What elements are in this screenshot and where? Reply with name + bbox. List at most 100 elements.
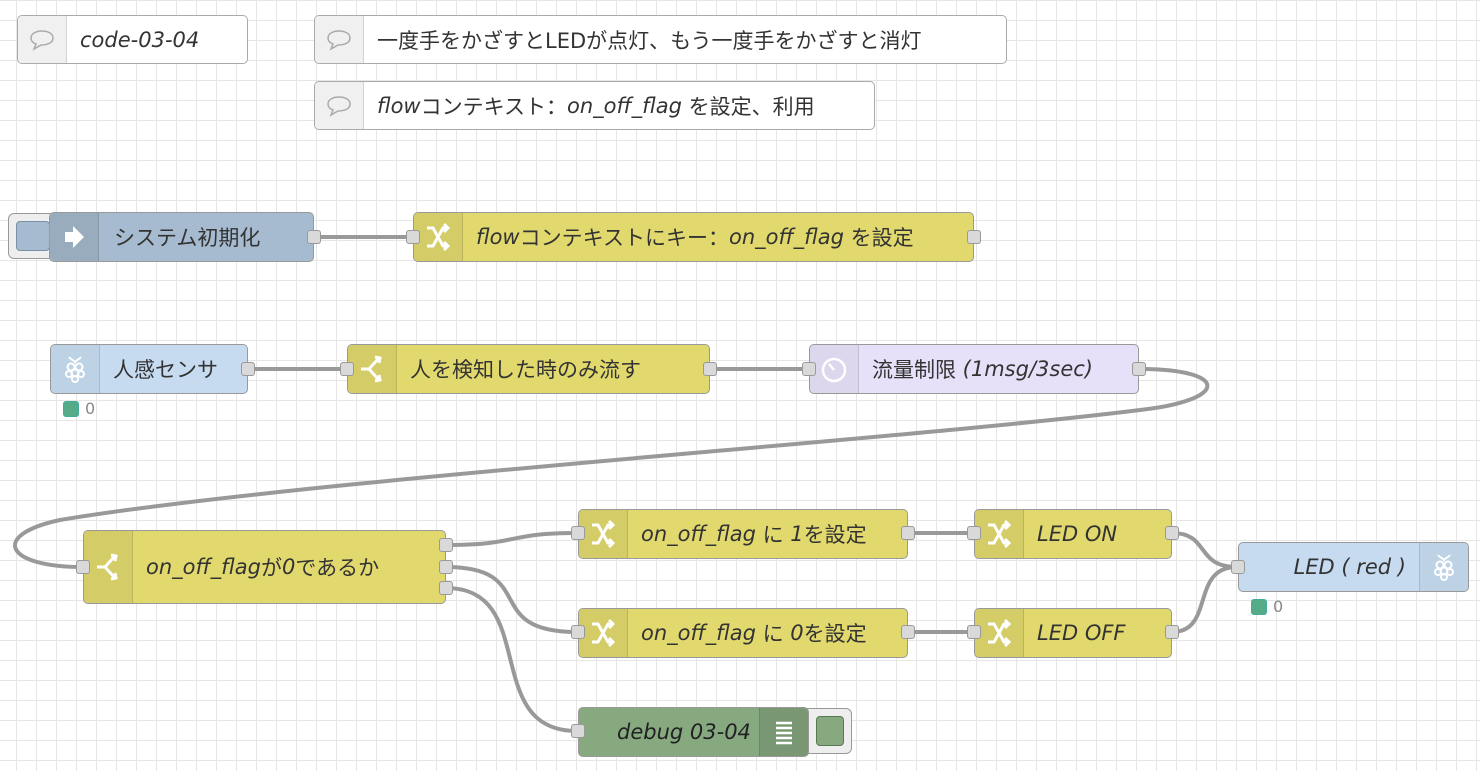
list-icon xyxy=(776,721,792,745)
delay-icon-area xyxy=(810,345,859,393)
comment-label: code-03-04 xyxy=(80,27,200,52)
set-flag-0-output-port[interactable] xyxy=(901,625,915,639)
inject-node[interactable]: システム初期化 xyxy=(49,212,314,262)
comment-node-code[interactable]: code-03-04 xyxy=(17,15,248,64)
label-num: 0 xyxy=(790,621,804,645)
change-icon-area xyxy=(579,609,628,657)
shuffle-icon xyxy=(592,618,616,648)
sensor-node[interactable]: 人感センサ xyxy=(50,344,248,394)
led-red-node[interactable]: LED ( red ) xyxy=(1238,542,1469,592)
debug-input-port[interactable] xyxy=(571,724,585,738)
sensor-output-port[interactable] xyxy=(241,362,255,376)
switch-flag-output-port-1[interactable] xyxy=(439,538,453,552)
label-mid: に xyxy=(755,622,791,646)
switch-icon xyxy=(361,355,382,383)
switch-icon-area xyxy=(348,345,397,393)
label-tail: を設定 xyxy=(803,622,867,646)
comment-icon-area xyxy=(315,16,364,63)
set-flag-0-input-port[interactable] xyxy=(571,625,585,639)
comment-label: 一度手をかざすとLEDが点灯、もう一度手をかざすと消灯 xyxy=(377,28,922,53)
delay-input-port[interactable] xyxy=(802,362,816,376)
inject-label: システム初期化 xyxy=(114,226,261,250)
sensor-label: 人感センサ xyxy=(113,358,218,382)
wire-switch-flag-to-set1 xyxy=(445,531,578,547)
status-dot xyxy=(1251,598,1267,615)
speech-bubble-icon xyxy=(327,95,351,117)
status-text: 0 xyxy=(1273,597,1284,616)
comment-node-description[interactable]: 一度手をかざすとLEDが点灯、もう一度手をかざすと消灯 xyxy=(314,15,1007,64)
inject-icon-area xyxy=(50,213,99,261)
label-flow: flow xyxy=(476,225,520,249)
change-flow-output-port[interactable] xyxy=(967,230,981,244)
switch-flag-output-port-3[interactable] xyxy=(439,581,453,595)
switch-detect-output-port[interactable] xyxy=(703,362,717,376)
led-off-output-port[interactable] xyxy=(1165,625,1179,639)
led-red-input-port[interactable] xyxy=(1231,560,1245,574)
delay-output-port[interactable] xyxy=(1132,362,1146,376)
raspberry-pi-icon xyxy=(1434,554,1454,581)
wire-led-off-to-led-red xyxy=(1171,565,1238,634)
label-context: コンテキスト： xyxy=(420,94,567,119)
switch-icon xyxy=(97,553,118,581)
label-key: on_off_flag xyxy=(566,93,682,118)
change-icon-area xyxy=(975,510,1024,558)
label-mid: が xyxy=(260,556,282,580)
inject-button-face xyxy=(16,221,50,251)
set-flag-1-output-port[interactable] xyxy=(901,526,915,540)
switch-flag-input-port[interactable] xyxy=(76,560,90,574)
wire-switch-flag-to-set0 xyxy=(445,565,578,634)
comment-icon-area xyxy=(18,16,67,63)
arrow-right-icon xyxy=(65,226,84,248)
label-key: on_off_flag xyxy=(641,621,756,645)
label-tail: を設定、利用 xyxy=(681,94,815,119)
led-on-input-port[interactable] xyxy=(967,526,981,540)
label-tail: を設定 xyxy=(843,226,914,250)
switch-flag-output-port-2[interactable] xyxy=(439,560,453,574)
led-on-output-port[interactable] xyxy=(1165,526,1179,540)
change-icon-area xyxy=(975,609,1024,657)
led-off-input-port[interactable] xyxy=(967,625,981,639)
debug-label: debug 03-04 xyxy=(617,720,751,744)
label-num: 1 xyxy=(790,522,804,546)
sensor-status: 0 xyxy=(63,399,95,418)
timer-icon xyxy=(821,357,847,383)
switch-detect-label: 人を検知した時のみ流す xyxy=(410,358,641,382)
switch-detect-node[interactable]: 人を検知した時のみ流す xyxy=(347,344,710,394)
label-flow: flow xyxy=(377,93,421,118)
delay-label-rate: (1msg/3sec) xyxy=(956,357,1093,381)
label-num: 0 xyxy=(281,555,296,579)
shuffle-icon xyxy=(988,618,1012,648)
speech-bubble-icon xyxy=(327,29,351,51)
label-tail: を設定 xyxy=(803,523,867,547)
debug-node[interactable]: debug 03-04 xyxy=(578,707,809,757)
switch-detect-input-port[interactable] xyxy=(340,362,354,376)
set-flag-1-input-port[interactable] xyxy=(571,526,585,540)
shuffle-icon xyxy=(592,519,616,549)
inject-output-port[interactable] xyxy=(307,230,321,244)
status-dot xyxy=(63,400,79,417)
label-key: on_off_flag xyxy=(641,522,756,546)
comment-icon-area xyxy=(315,82,364,129)
change-icon-area xyxy=(579,510,628,558)
led-off-node[interactable]: LED OFF xyxy=(974,608,1172,658)
shuffle-icon xyxy=(988,519,1012,549)
debug-button-face xyxy=(816,716,844,746)
change-flow-input-port[interactable] xyxy=(406,230,420,244)
delay-node[interactable]: 流量制限 (1msg/3sec) xyxy=(809,344,1139,394)
led-on-node[interactable]: LED ON xyxy=(974,509,1172,559)
sensor-icon-area xyxy=(51,345,100,393)
delay-label-text: 流量制限 xyxy=(872,358,956,382)
led-red-icon-area xyxy=(1419,543,1468,591)
led-off-label: LED OFF xyxy=(1037,621,1126,645)
speech-bubble-icon xyxy=(30,29,54,51)
